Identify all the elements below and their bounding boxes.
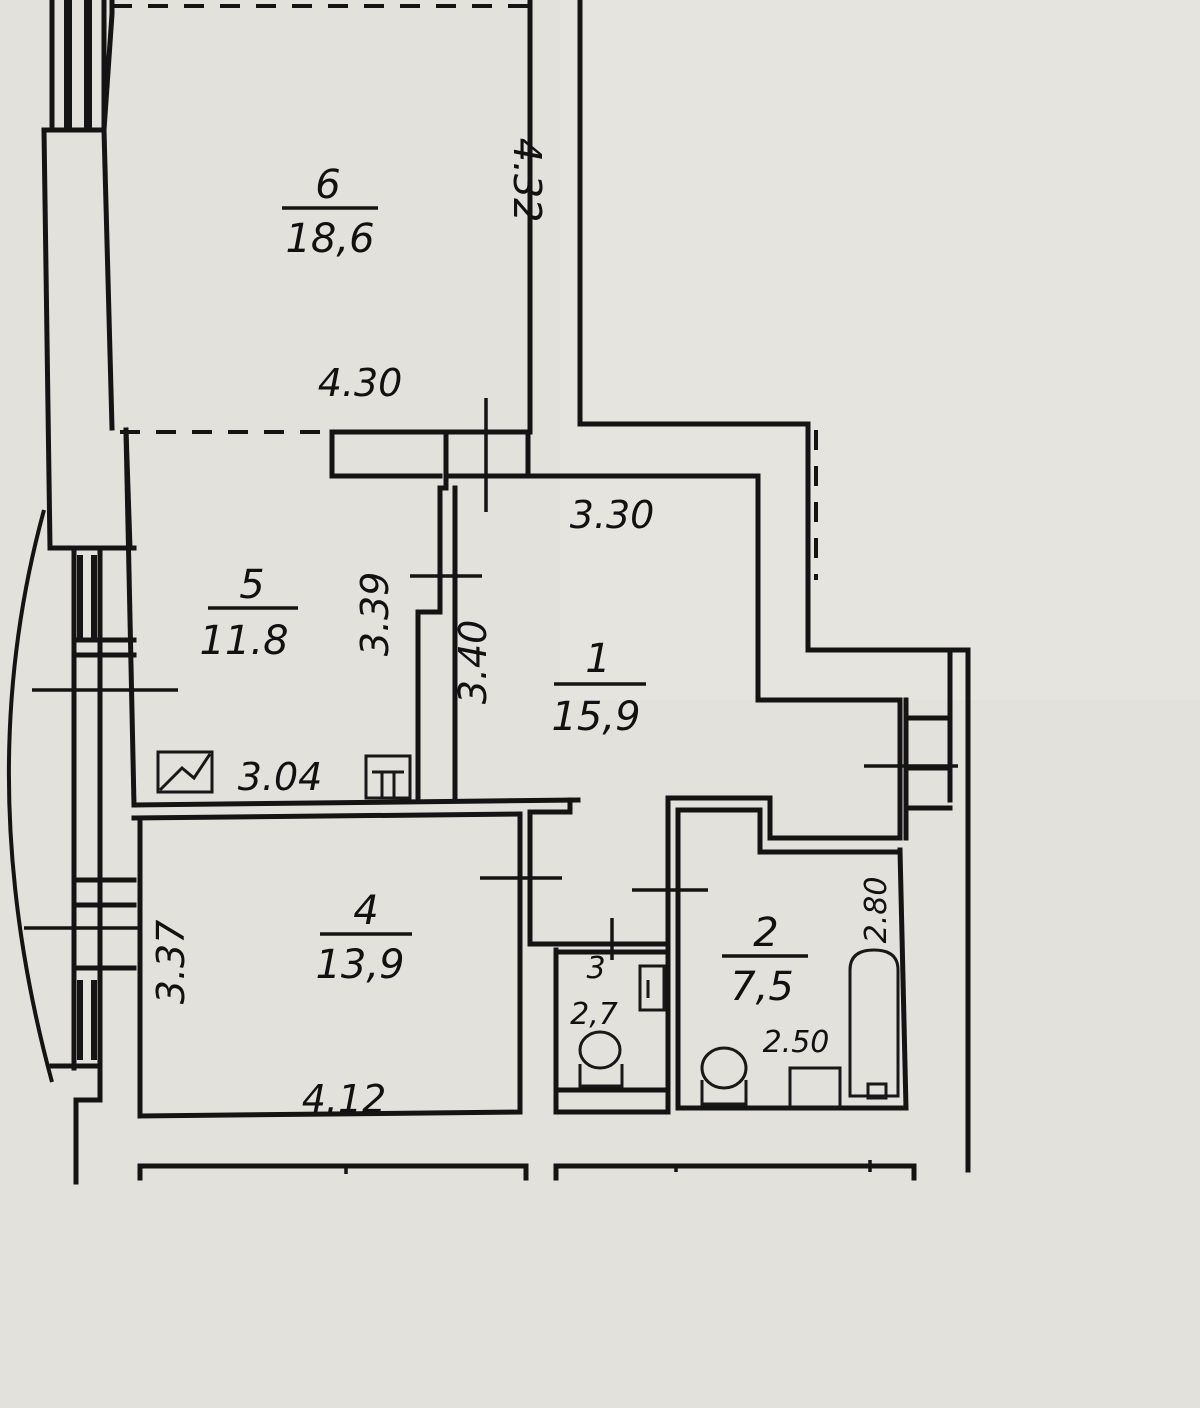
room-5-area: 11.8 — [199, 618, 288, 664]
dimension-ticks — [24, 398, 958, 960]
room-3-number: 3 — [586, 951, 605, 986]
dim-room-6-height: 4.32 — [505, 138, 549, 223]
dim-room-1-height: 3.40 — [451, 620, 495, 705]
dim-room-4-height: 3.37 — [149, 920, 193, 1005]
room-4-area: 13,9 — [315, 942, 404, 988]
dimension-labels: 4.32 4.30 3.30 3.39 3.40 3.04 3.37 4.12 … — [149, 138, 894, 1121]
room-4-number: 4 — [353, 888, 378, 934]
fixtures — [156, 750, 900, 1110]
room-1-number: 1 — [585, 636, 610, 682]
dim-room-6-width: 4.30 — [318, 361, 403, 405]
dim-room-5-width: 3.04 — [238, 755, 323, 799]
room-labels: 6 18,6 5 11.8 1 15,9 4 13,9 3 2,7 2 7,5 — [199, 162, 808, 1032]
room-5-number: 5 — [239, 562, 264, 608]
interior-walls — [131, 0, 971, 1181]
dim-room-4-width: 4.12 — [302, 1077, 387, 1121]
room-6-area: 18,6 — [285, 216, 374, 262]
dim-room-1-width: 3.30 — [570, 493, 655, 537]
room-6-number: 6 — [315, 162, 340, 208]
room-3-area: 2,7 — [570, 997, 618, 1032]
room-1-area: 15,9 — [551, 694, 640, 740]
dim-room-2-height: 2.80 — [859, 877, 894, 944]
room-6-walls — [112, 0, 533, 808]
room-2-number: 2 — [753, 910, 778, 956]
room-2-area: 7,5 — [730, 964, 794, 1010]
exterior-walls — [6, 0, 137, 1185]
dim-room-5-height: 3.39 — [353, 572, 397, 657]
dim-room-2-width: 2.50 — [763, 1025, 830, 1060]
paper-shade — [560, 0, 1200, 700]
